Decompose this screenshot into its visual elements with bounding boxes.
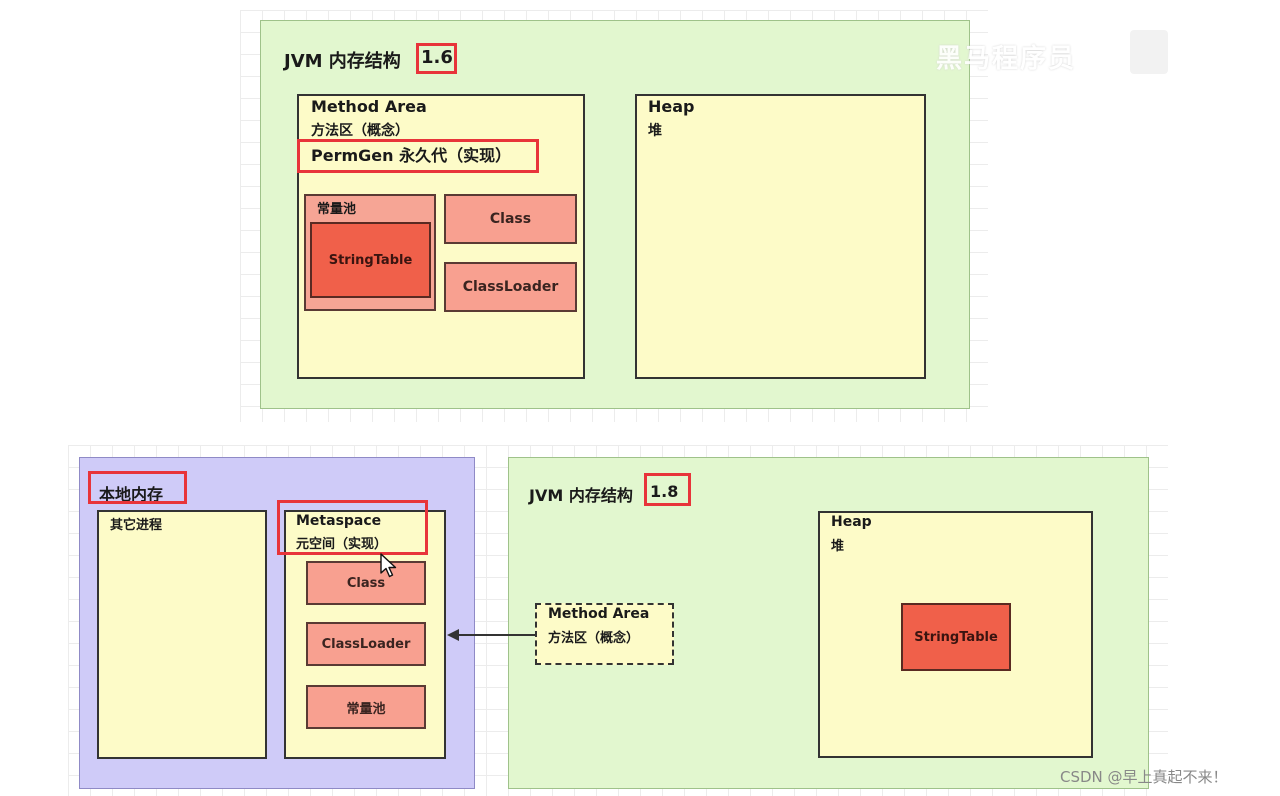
arrow-method-area-to-metaspace <box>447 629 537 641</box>
metaspace-constant-pool-box: 常量池 <box>306 685 426 729</box>
metaspace-class-box: Class <box>306 561 426 605</box>
heap-16-title: Heap <box>648 97 695 116</box>
heap-18-sub: 堆 <box>831 539 845 554</box>
heap-16-sub: 堆 <box>648 123 662 139</box>
classloader-box-16: ClassLoader <box>444 262 577 312</box>
class-box-16-label: Class <box>489 211 532 227</box>
csdn-credit: CSDN @早上真起不来！ <box>1060 768 1228 786</box>
constant-pool-16-label: 常量池 <box>317 202 357 217</box>
heap-16 <box>635 94 926 379</box>
metaspace-classloader-label: ClassLoader <box>321 636 411 652</box>
other-process-label: 其它进程 <box>110 518 163 533</box>
method-area-16-title: Method Area <box>311 97 427 116</box>
method-area-18-sub: 方法区（概念） <box>548 631 640 646</box>
jvm-18-title: JVM 内存结构 <box>529 486 633 505</box>
version-16-highlight <box>416 43 457 74</box>
string-table-16: StringTable <box>310 222 431 298</box>
other-process-box <box>97 510 267 759</box>
mouse-cursor-icon <box>380 553 397 578</box>
metaspace-title: Metaspace <box>296 513 382 529</box>
string-table-18: StringTable <box>901 603 1011 671</box>
method-area-18 <box>535 603 674 665</box>
string-table-18-label: StringTable <box>914 629 998 645</box>
metaspace-highlight <box>277 500 428 555</box>
classloader-box-16-label: ClassLoader <box>462 279 559 295</box>
method-area-16-concept: 方法区（概念） <box>311 123 409 139</box>
metaspace-constant-pool-label: 常量池 <box>346 701 386 717</box>
string-table-16-label: StringTable <box>328 252 413 268</box>
jvm-18-version: 1.8 <box>650 482 679 501</box>
watermark-mark-icon <box>1130 30 1168 74</box>
metaspace-class-label: Class <box>346 575 386 591</box>
method-area-18-title: Method Area <box>548 606 650 622</box>
jvm-16-version: 1.6 <box>421 47 453 68</box>
watermark-logo: 黑马程序员 <box>936 44 1077 74</box>
native-memory-highlight <box>88 471 187 504</box>
metaspace-sub: 元空间（实现） <box>296 537 388 552</box>
heap-18-title: Heap <box>831 514 872 530</box>
metaspace-classloader-box: ClassLoader <box>306 622 426 666</box>
jvm-16-title: JVM 内存结构 <box>284 51 401 72</box>
version-18-highlight <box>644 473 691 506</box>
permgen-highlight <box>297 139 539 173</box>
native-memory-title: 本地内存 <box>99 485 164 504</box>
class-box-16: Class <box>444 194 577 244</box>
permgen-label: PermGen 永久代（实现） <box>311 146 512 165</box>
